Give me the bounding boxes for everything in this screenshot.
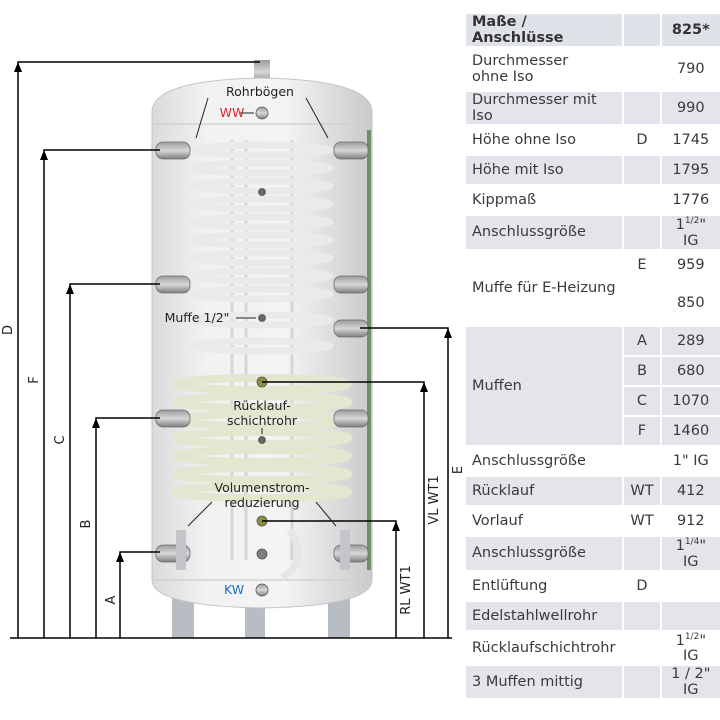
row-sub: A	[622, 326, 662, 355]
table-row: Rücklaufschichtrohr 11/2" IG	[466, 631, 720, 665]
row-label: Kippmaß	[466, 186, 623, 214]
table-row: Höhe mit Iso 1795	[466, 156, 720, 184]
table-row: Anschlussgröße 11/2" IG	[466, 216, 720, 249]
table-row: Edelstahlwellrohr	[466, 601, 720, 630]
table-row: 850	[466, 280, 720, 325]
row-sub: WT	[622, 506, 662, 535]
row-value: 11/2" IG	[661, 216, 720, 249]
header-value: 825*	[661, 14, 720, 46]
tank-diagram: D F C B A E VL WT1 RL WT1 Rohrbögen WW M…	[1, 60, 462, 639]
row-label: Rücklauf	[466, 476, 623, 505]
row-sub: D	[622, 571, 662, 600]
dim-label-b: B	[79, 520, 94, 529]
row-label: Anschlussgröße	[466, 446, 623, 475]
row-label: Entlüftung	[466, 571, 623, 600]
label-muffe: Muffe 1/2"	[165, 310, 230, 325]
table-row: Anschlussgröße 11/4" IG	[466, 536, 720, 570]
dim-label-a: A	[104, 595, 119, 604]
dimension-labels: D F C B A E VL WT1 RL WT1	[1, 325, 462, 615]
row-value: 1776	[661, 186, 720, 214]
label-ruecklauf-1: Rücklauf-	[233, 398, 290, 413]
table-row: F 1460	[466, 416, 720, 445]
row-label: Anschlussgröße	[466, 536, 623, 570]
row-label: 3 Muffen mittig	[466, 666, 623, 699]
table-header: Maße / Anschlüsse 825*	[466, 14, 720, 46]
row-value: 1070	[661, 386, 720, 415]
dim-label-d: D	[1, 325, 16, 335]
row-sub: D	[622, 126, 662, 154]
row-label: Muffen	[466, 326, 623, 445]
row-label: Höhe mit Iso	[466, 156, 623, 184]
table-row: Kippmaß 1776	[466, 186, 720, 214]
table-row: Muffe für E-Heizung E 959	[466, 250, 720, 325]
label-ww: WW	[220, 105, 245, 120]
inner-bottom-pipes	[279, 528, 302, 581]
table-row: Höhe ohne Iso D 1745	[466, 126, 720, 154]
table-row: B 680	[466, 356, 720, 385]
row-sub: E	[622, 250, 662, 279]
dimension-arrows-left	[14, 62, 124, 562]
left-ports	[155, 141, 191, 563]
row-value: 289	[661, 326, 720, 355]
row-value: 959	[661, 250, 720, 279]
table-row: Entlüftung D	[466, 571, 720, 600]
row-value: 1795	[661, 156, 720, 184]
row-value: 1" IG	[661, 446, 720, 475]
row-value: 850	[661, 280, 720, 325]
diagram-labels: Rohrbögen WW Muffe 1/2" Rücklauf- schich…	[165, 84, 310, 597]
row-label: ohne Iso	[472, 69, 534, 85]
table-row: Muffen A 289	[466, 326, 720, 445]
row-label: Rücklaufschichtrohr	[466, 631, 623, 665]
row-value: 11/2" IG	[661, 631, 720, 665]
row-value: 680	[661, 356, 720, 385]
row-label: Durchmesser mit Iso	[466, 92, 623, 124]
row-sub: WT	[622, 476, 662, 505]
label-rohrboegen: Rohrbögen	[226, 84, 294, 99]
row-label: Vorlauf	[466, 506, 623, 535]
table-row: 3 Muffen mittig 1 / 2" IG	[466, 666, 720, 699]
row-label: Edelstahlwellrohr	[466, 601, 623, 630]
row-label: Höhe ohne Iso	[466, 126, 623, 154]
table-row: Anschlussgröße 1" IG	[466, 446, 720, 475]
row-sub: C	[622, 386, 662, 415]
row-label: Durchmesser	[472, 53, 569, 69]
label-ruecklauf-2: schichtrohr	[227, 413, 298, 428]
row-value: 1 / 2" IG	[661, 666, 720, 699]
label-volumen-1: Volumenstrom-	[214, 480, 309, 495]
dim-label-f: F	[27, 376, 42, 383]
header-label: Maße / Anschlüsse	[466, 14, 623, 46]
table-row: Durchmesser mit Iso 990	[466, 92, 720, 124]
row-label: Muffe für E-Heizung	[466, 250, 623, 325]
right-ports	[333, 141, 369, 563]
label-kw: KW	[224, 582, 244, 597]
row-sub: F	[622, 416, 662, 445]
row-value: 1460	[661, 416, 720, 445]
table-row: C 1070	[466, 386, 720, 415]
row-label: Anschlussgröße	[466, 216, 623, 249]
label-volumen-2: reduzierung	[224, 495, 299, 510]
row-value: 412	[661, 476, 720, 505]
dimension-arrows-right	[392, 328, 452, 531]
row-value: 990	[661, 92, 720, 124]
dim-label-c: C	[53, 435, 68, 444]
dim-label-e: E	[451, 466, 462, 474]
table-row: Rücklauf WT 412	[466, 476, 720, 505]
dim-label-rl: RL WT1	[399, 565, 414, 614]
row-value: 1745	[661, 126, 720, 154]
row-sub: B	[622, 356, 662, 385]
dim-label-vl: VL WT1	[427, 475, 442, 524]
side-strip	[367, 130, 371, 570]
table-row: Vorlauf WT 912	[466, 506, 720, 535]
row-value: 790	[661, 48, 720, 90]
row-value: 912	[661, 506, 720, 535]
label-leaders	[187, 97, 337, 527]
row-value: 11/4" IG	[661, 536, 720, 570]
